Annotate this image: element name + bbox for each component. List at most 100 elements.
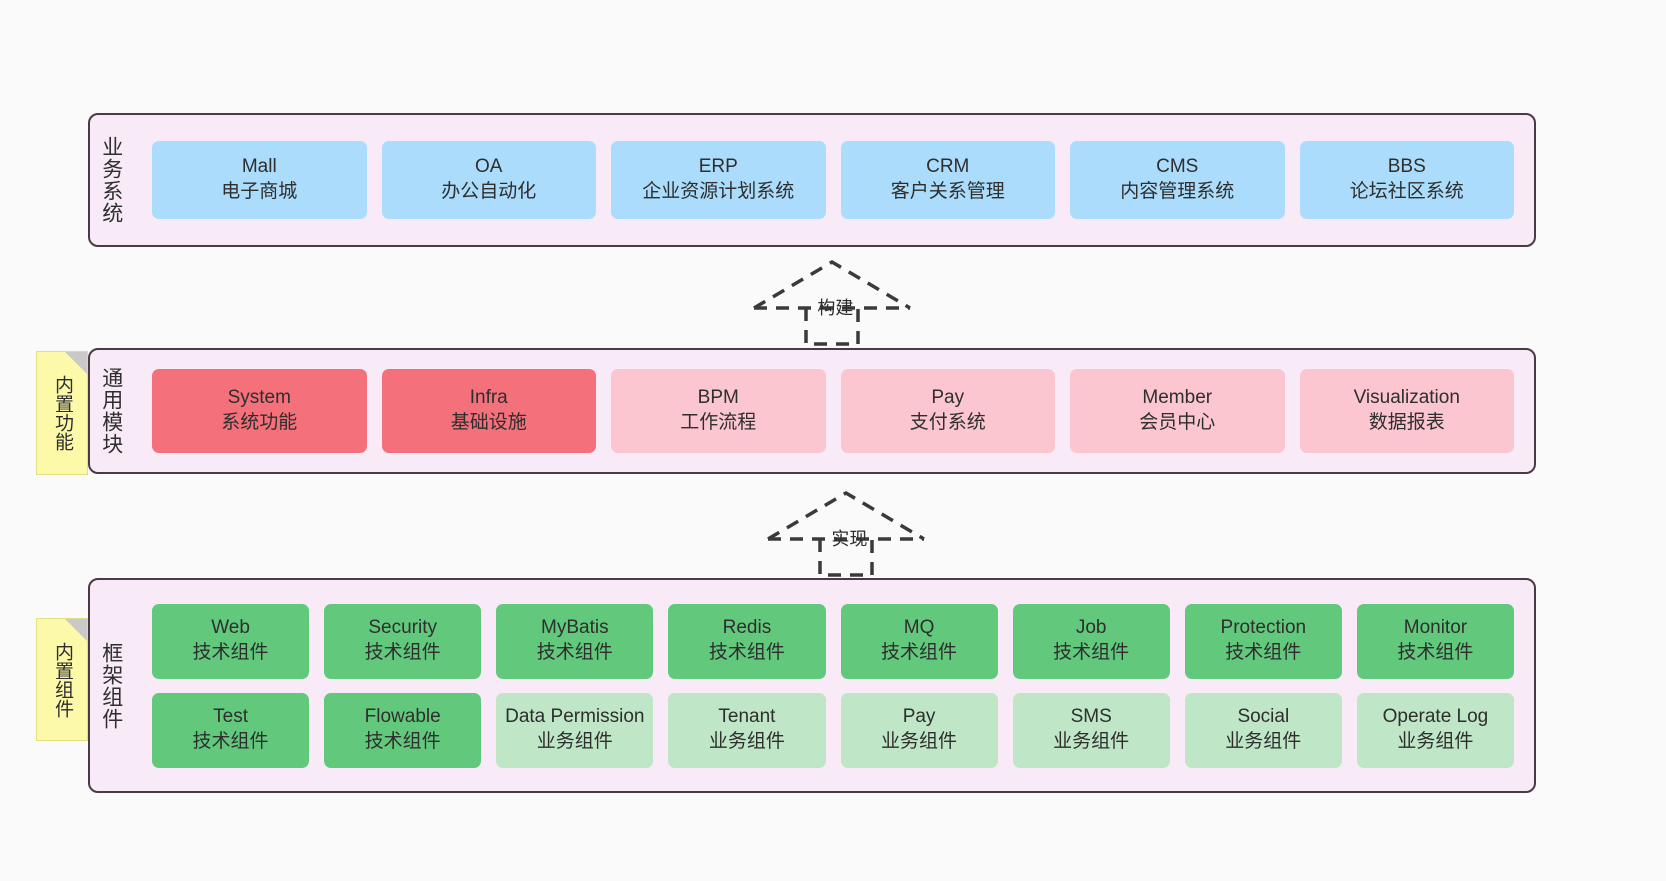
module-card-name: BPM: [697, 387, 739, 409]
layer-common-title: 通用模块: [99, 367, 123, 455]
module-card-name: Data Permission: [505, 706, 645, 728]
connector-implement-arrowhead: [767, 490, 925, 541]
module-card[interactable]: Flowable 技术组件: [324, 692, 482, 768]
module-card[interactable]: Social 业务组件: [1184, 692, 1342, 768]
module-card[interactable]: Operate Log 业务组件: [1356, 692, 1514, 768]
module-card[interactable]: Protection 技术组件: [1184, 603, 1342, 679]
module-card-name: SMS: [1070, 706, 1112, 728]
module-card-name: Mall: [241, 156, 277, 178]
module-card[interactable]: Member 会员中心: [1070, 369, 1285, 453]
module-card[interactable]: Monitor 技术组件: [1356, 603, 1514, 679]
module-card-name: MyBatis: [541, 617, 609, 639]
module-card-subtitle: 技术组件: [708, 642, 785, 663]
module-card-subtitle: 技术组件: [1225, 642, 1302, 663]
module-card-name: Operate Log: [1382, 706, 1489, 728]
connector-build-label: 构建: [817, 298, 854, 318]
module-card-subtitle: 技术组件: [881, 642, 958, 663]
module-card-subtitle: 业务组件: [1225, 731, 1302, 752]
note-builtin-components-label: 内置组件: [52, 641, 74, 718]
module-card-name: MQ: [903, 617, 935, 639]
module-card[interactable]: Test 技术组件: [152, 692, 310, 768]
module-card-subtitle: 技术组件: [364, 642, 441, 663]
module-card-subtitle: 电子商城: [221, 181, 298, 202]
connector-build-arrowhead: [753, 259, 911, 310]
module-card[interactable]: ERP 企业资源计划系统: [611, 141, 826, 219]
module-card-subtitle: 会员中心: [1139, 412, 1216, 433]
module-card-subtitle: 支付系统: [909, 412, 986, 433]
module-card-name: ERP: [698, 156, 738, 178]
module-card-subtitle: 系统功能: [221, 412, 298, 433]
module-card-subtitle: 技术组件: [1397, 642, 1474, 663]
module-card-subtitle: 基础设施: [450, 412, 527, 433]
module-card[interactable]: Tenant 业务组件: [668, 692, 826, 768]
module-card[interactable]: Security 技术组件: [324, 603, 482, 679]
module-card-name: Member: [1142, 387, 1213, 409]
module-card-name: Security: [368, 617, 437, 639]
module-card-name: Test: [213, 706, 248, 728]
module-card-subtitle: 技术组件: [192, 642, 269, 663]
module-card-subtitle: 技术组件: [364, 731, 441, 752]
connector-implement-label: 实现: [831, 529, 868, 549]
module-card-name: Redis: [722, 617, 772, 639]
module-card[interactable]: Visualization 数据报表: [1299, 369, 1514, 453]
module-card-name: Protection: [1220, 617, 1307, 639]
module-card[interactable]: Pay 支付系统: [840, 369, 1055, 453]
module-card[interactable]: MyBatis 技术组件: [496, 603, 654, 679]
module-card-name: Infra: [469, 387, 508, 409]
connector-implement: 实现: [762, 487, 930, 579]
connector-build: 构建: [748, 256, 916, 348]
layer-framework-title: 框架组件: [99, 641, 123, 730]
module-card-subtitle: 业务组件: [708, 731, 785, 752]
module-card-subtitle: 技术组件: [1053, 642, 1130, 663]
module-card-subtitle: 业务组件: [881, 731, 958, 752]
module-card-name: Job: [1075, 617, 1107, 639]
module-card-subtitle: 业务组件: [1397, 731, 1474, 752]
module-card-name: Social: [1237, 706, 1290, 728]
note-builtin-functions-label: 内置功能: [52, 375, 74, 451]
layer-business-title: 业务系统: [99, 136, 123, 224]
module-card-subtitle: 技术组件: [192, 731, 269, 752]
module-card[interactable]: MQ 技术组件: [840, 603, 998, 679]
module-card[interactable]: CMS 内容管理系统: [1070, 141, 1285, 219]
module-card[interactable]: Infra 基础设施: [381, 369, 596, 453]
module-card[interactable]: Mall 电子商城: [152, 141, 367, 219]
module-card-name: Flowable: [364, 706, 441, 728]
module-card-subtitle: 客户关系管理: [890, 181, 1005, 202]
module-card-subtitle: 企业资源计划系统: [642, 181, 795, 202]
module-card-name: Visualization: [1353, 387, 1460, 409]
module-card-name: Pay: [902, 706, 936, 728]
module-card-name: Monitor: [1403, 617, 1468, 639]
module-card-subtitle: 内容管理系统: [1120, 181, 1235, 202]
module-card-subtitle: 业务组件: [536, 731, 613, 752]
note-builtin-functions: 内置功能: [36, 351, 88, 475]
module-card-name: Web: [211, 617, 250, 639]
module-card[interactable]: Job 技术组件: [1012, 603, 1170, 679]
module-card-subtitle: 数据报表: [1368, 412, 1445, 433]
module-card-name: CMS: [1156, 156, 1199, 178]
module-card-subtitle: 技术组件: [536, 642, 613, 663]
module-card-subtitle: 论坛社区系统: [1349, 181, 1464, 202]
module-card-name: OA: [475, 156, 503, 178]
module-card[interactable]: Redis 技术组件: [668, 603, 826, 679]
module-card[interactable]: Data Permission 业务组件: [496, 692, 654, 768]
module-card-name: Tenant: [718, 706, 776, 728]
module-card[interactable]: Pay 业务组件: [840, 692, 998, 768]
module-card-name: Pay: [931, 387, 965, 409]
module-card[interactable]: Web 技术组件: [152, 603, 310, 679]
